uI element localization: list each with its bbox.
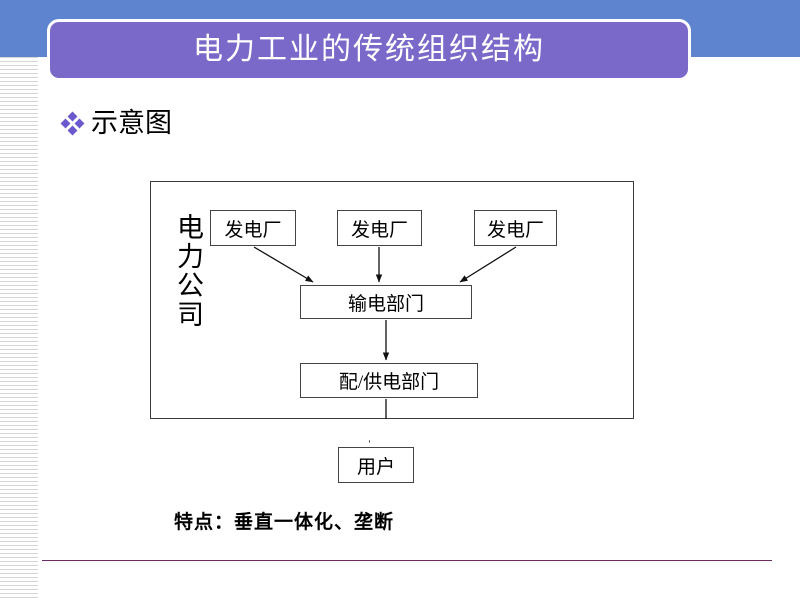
node-transmission-label: 输电部门 [347,293,424,315]
node-transmission: 输电部门 [300,285,472,319]
page-title: 电力工业的传统组织结构 [193,33,545,66]
org-structure-diagram: 电力公司 发电厂 发电厂 发电厂 输电部门 配/供电部门 [150,181,634,419]
node-distribution-label: 配/供电部门 [338,372,440,393]
node-users: 用户 [338,447,414,483]
company-boundary-frame [150,181,634,419]
section-heading-label: 示意图 [91,108,172,138]
left-stripe-decoration [0,57,38,600]
diamond-cluster-bullet-icon [60,111,85,135]
node-plant-1: 发电厂 [210,210,296,246]
title-box: 电力工业的传统组织结构 [47,19,691,81]
node-plant-3: 发电厂 [474,210,557,246]
footer-divider [42,560,772,561]
diagram-caption: 特点：垂直一体化、垄断 [174,512,395,533]
node-distribution: 配/供电部门 [300,363,478,398]
company-group-label: 电力公司 [173,213,203,329]
node-users-label: 用户 [356,456,395,478]
node-plant-2-label: 发电厂 [350,219,408,241]
node-plant-3-label: 发电厂 [486,219,544,241]
node-plant-1-label: 发电厂 [224,219,282,241]
section-heading: 示意图 [60,108,172,138]
node-plant-2: 发电厂 [337,210,422,246]
